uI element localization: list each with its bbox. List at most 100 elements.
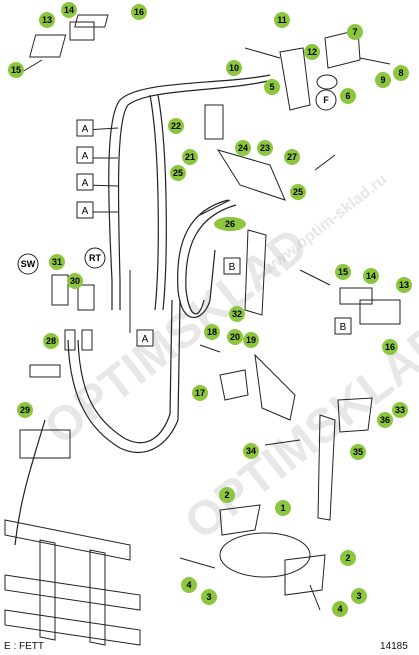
callout-8: 8 <box>393 65 409 81</box>
callout-label: 13 <box>399 280 409 290</box>
callout-23: 23 <box>257 140 273 156</box>
callout-label: 2 <box>224 490 229 500</box>
callout-label: 29 <box>20 405 30 415</box>
callout-33: 33 <box>392 402 408 418</box>
callout-label: 31 <box>52 257 62 267</box>
callout-27: 27 <box>284 149 300 165</box>
callout-label: 11 <box>277 15 287 25</box>
callout-10: 10 <box>226 60 242 76</box>
callout-1: 1 <box>275 500 291 516</box>
callout-24: 24 <box>235 140 251 156</box>
callout-RT: RT <box>84 247 106 269</box>
callout-13: 13 <box>39 12 55 28</box>
callout-label: 22 <box>171 121 181 131</box>
callout-25: 25 <box>170 165 186 181</box>
callout-9: 9 <box>375 72 391 88</box>
callout-32: 32 <box>229 306 245 322</box>
callout-label: 8 <box>398 68 403 78</box>
callout-label: 15 <box>11 65 21 75</box>
clamp-assembly-top-left <box>21 14 109 73</box>
callout-label: 18 <box>207 327 217 337</box>
callout-label: 16 <box>134 7 144 17</box>
callout-14: 14 <box>363 268 379 284</box>
callout-label: 32 <box>232 309 242 319</box>
guard-assembly <box>179 504 326 611</box>
callout-label: 26 <box>225 219 235 229</box>
callout-28: 28 <box>43 333 59 349</box>
callout-label: 15 <box>338 267 348 277</box>
callout-30: 30 <box>67 273 83 289</box>
reference-box-B: B <box>223 257 241 275</box>
callout-14: 14 <box>61 2 77 18</box>
callout-label: 17 <box>195 388 205 398</box>
callout-label: RT <box>89 253 101 263</box>
reference-box-A: A <box>76 146 94 164</box>
callout-label: 25 <box>293 187 303 197</box>
callout-35: 35 <box>350 444 366 460</box>
reference-box-label: B <box>340 322 347 333</box>
reference-box-label: A <box>82 151 89 162</box>
callout-7: 7 <box>347 24 363 40</box>
callout-label: 9 <box>380 75 385 85</box>
callout-2: 2 <box>340 550 356 566</box>
callout-25: 25 <box>290 184 306 200</box>
callout-3: 3 <box>201 589 217 605</box>
callout-label: SW <box>21 259 36 269</box>
callout-21: 21 <box>182 149 198 165</box>
callout-label: 12 <box>307 47 317 57</box>
callout-34: 34 <box>243 443 259 459</box>
callout-label: 16 <box>385 342 395 352</box>
reference-box-B: B <box>334 317 352 335</box>
callout-label: 30 <box>70 276 80 286</box>
callout-22: 22 <box>168 118 184 134</box>
reference-box-A: A <box>76 173 94 191</box>
callout-36: 36 <box>377 412 393 428</box>
frame-base <box>4 519 141 646</box>
callout-15: 15 <box>8 62 24 78</box>
callout-11: 11 <box>274 12 290 28</box>
callout-label: 4 <box>337 604 342 614</box>
callout-2: 2 <box>219 487 235 503</box>
callout-26: 26 <box>214 217 246 231</box>
callout-3: 3 <box>351 588 367 604</box>
callout-label: 21 <box>185 152 195 162</box>
footer-right: 14185 <box>380 641 408 652</box>
bracket-assembly-top-right <box>244 29 391 111</box>
callout-6: 6 <box>340 88 356 104</box>
callout-5: 5 <box>264 79 280 95</box>
callout-label: 2 <box>345 553 350 563</box>
callout-label: 3 <box>206 592 211 602</box>
callout-label: 33 <box>395 405 405 415</box>
callout-4: 4 <box>181 577 197 593</box>
callout-label: 23 <box>260 143 270 153</box>
reference-box-label: A <box>82 206 89 217</box>
mount-bracket-middle <box>199 344 296 421</box>
clamp-assembly-right <box>299 269 401 325</box>
callout-17: 17 <box>192 385 208 401</box>
callout-31: 31 <box>49 254 65 270</box>
callout-29: 29 <box>17 402 33 418</box>
mount-bracket-right <box>264 397 373 521</box>
callout-label: 28 <box>46 336 56 346</box>
callout-15: 15 <box>335 264 351 280</box>
callout-label: 10 <box>229 63 239 73</box>
callout-20: 20 <box>227 329 243 345</box>
callout-label: 1 <box>280 503 285 513</box>
callout-label: 14 <box>366 271 376 281</box>
callout-F: F <box>315 89 337 111</box>
support-post <box>244 229 267 316</box>
callout-label: 5 <box>269 82 274 92</box>
callout-label: 7 <box>352 27 357 37</box>
callout-label: 3 <box>356 591 361 601</box>
reference-box-label: A <box>82 178 89 189</box>
callout-label: F <box>323 95 329 105</box>
callout-19: 19 <box>243 332 259 348</box>
callout-label: 35 <box>353 447 363 457</box>
callout-12: 12 <box>304 44 320 60</box>
callout-13: 13 <box>396 277 412 293</box>
callout-label: 20 <box>230 332 240 342</box>
